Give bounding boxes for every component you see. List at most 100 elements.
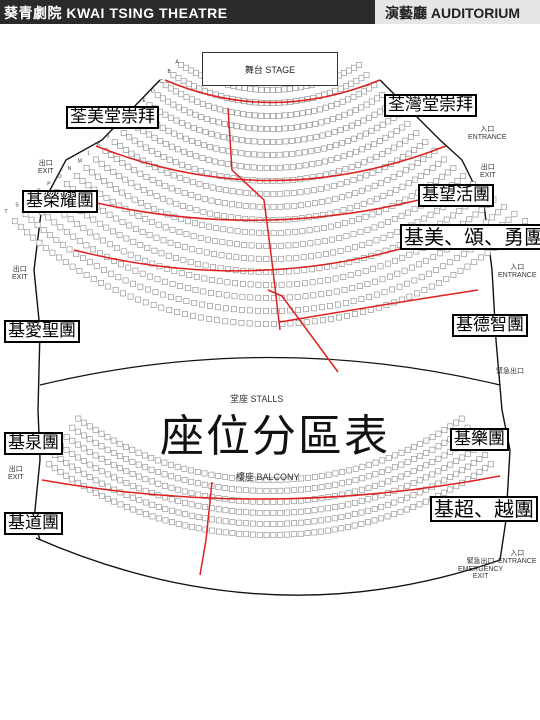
balcony-seat <box>215 472 222 479</box>
stalls-seat <box>97 190 104 197</box>
row-letter: M <box>78 158 82 164</box>
balcony-seat <box>318 528 324 535</box>
row-letter: N <box>68 166 72 172</box>
stalls-seat <box>211 104 218 111</box>
balcony-seat <box>379 457 386 464</box>
stalls-seat <box>190 312 196 319</box>
stalls-seat <box>175 104 182 111</box>
stalls-seat <box>355 161 361 168</box>
auditorium-title: 演藝廳 AUDITORIUM <box>385 5 521 21</box>
stalls-seat <box>362 268 369 274</box>
stalls-seat <box>373 237 380 244</box>
balcony-seat <box>69 476 75 483</box>
stalls-seat <box>217 173 224 179</box>
balcony-seat <box>325 505 331 512</box>
stalls-seat <box>208 289 214 296</box>
balcony-seat <box>270 521 277 527</box>
stalls-seat <box>147 190 153 196</box>
stalls-seat <box>379 276 386 283</box>
stalls-seat <box>168 294 174 300</box>
stalls-seat <box>494 209 501 216</box>
stalls-seat <box>241 229 248 235</box>
stalls-seat <box>304 188 311 195</box>
balcony-seat <box>345 501 352 508</box>
balcony-seat <box>202 504 208 510</box>
balcony-seat <box>104 459 111 465</box>
balcony-seat <box>423 449 430 456</box>
stalls-seat <box>399 254 406 261</box>
stalls-seat <box>147 273 153 280</box>
stalls-seat <box>232 136 239 143</box>
row-letter: C <box>159 79 163 85</box>
stalls-seat <box>120 248 127 255</box>
stalls-seat <box>362 130 369 137</box>
stalls-seat <box>207 210 214 217</box>
balcony-seat <box>385 454 392 461</box>
stalls-seat <box>216 278 223 285</box>
balcony-seat <box>410 492 417 498</box>
stalls-seat <box>370 265 376 272</box>
balcony-seat <box>123 456 129 462</box>
balcony-seat <box>325 516 331 523</box>
balcony-seat <box>236 486 242 493</box>
balcony-seat <box>75 428 81 435</box>
stalls-seat <box>373 154 380 160</box>
stalls-seat <box>263 243 270 249</box>
stalls-seat <box>411 147 418 153</box>
stalls-seat <box>327 223 334 230</box>
balcony-seat <box>229 497 236 503</box>
balcony-seat <box>195 514 202 520</box>
balcony-seat <box>338 525 345 532</box>
balcony-seat <box>417 453 423 459</box>
front-wall <box>35 537 501 596</box>
stalls-seat <box>119 189 125 196</box>
stalls-seat <box>460 250 467 257</box>
stalls-seat <box>353 78 360 84</box>
balcony-seat <box>149 501 156 508</box>
stalls-seat <box>326 144 333 150</box>
stalls-seat <box>344 312 350 319</box>
stalls-seat <box>192 111 199 118</box>
stalls-seat <box>358 296 365 302</box>
stalls-seat <box>443 276 450 282</box>
balcony-seat <box>98 443 105 450</box>
balcony-seat <box>371 505 378 512</box>
balcony-seat <box>398 473 404 480</box>
balcony-seat <box>358 509 365 516</box>
balcony-seat <box>249 476 256 483</box>
stalls-seat <box>292 242 299 248</box>
stalls-seat <box>149 177 156 183</box>
balcony-seat <box>168 484 175 491</box>
stalls-seat <box>105 283 112 290</box>
stalls-seat <box>389 286 395 293</box>
balcony-seat <box>104 446 111 453</box>
stalls-seat <box>336 235 343 241</box>
stalls-seat <box>74 220 80 227</box>
balcony-seat <box>311 507 318 514</box>
balcony-seat <box>181 488 188 495</box>
balcony-seat <box>385 466 392 473</box>
stalls-seat <box>128 180 135 187</box>
stalls-seat <box>185 164 192 170</box>
row-letter: J <box>107 134 110 140</box>
balcony-seat <box>441 465 448 471</box>
stalls-seat <box>329 236 335 243</box>
stalls-seat <box>247 85 254 92</box>
stalls-seat <box>203 249 210 256</box>
stalls-seat <box>70 233 77 240</box>
row-letter: O <box>58 174 62 180</box>
stalls-seat <box>154 151 161 157</box>
stalls-seat <box>342 299 349 306</box>
stalls-seat <box>252 86 259 93</box>
stalls-seat <box>454 255 460 261</box>
stalls-seat <box>309 279 316 286</box>
balcony-seat <box>331 504 338 510</box>
stalls-seat <box>362 213 369 220</box>
balcony-seat <box>57 469 64 475</box>
stalls-seat <box>348 218 355 225</box>
stalls-seat <box>366 114 372 121</box>
stalls-seat <box>457 267 464 274</box>
stalls-seat <box>346 259 353 266</box>
stalls-seat <box>511 211 518 218</box>
